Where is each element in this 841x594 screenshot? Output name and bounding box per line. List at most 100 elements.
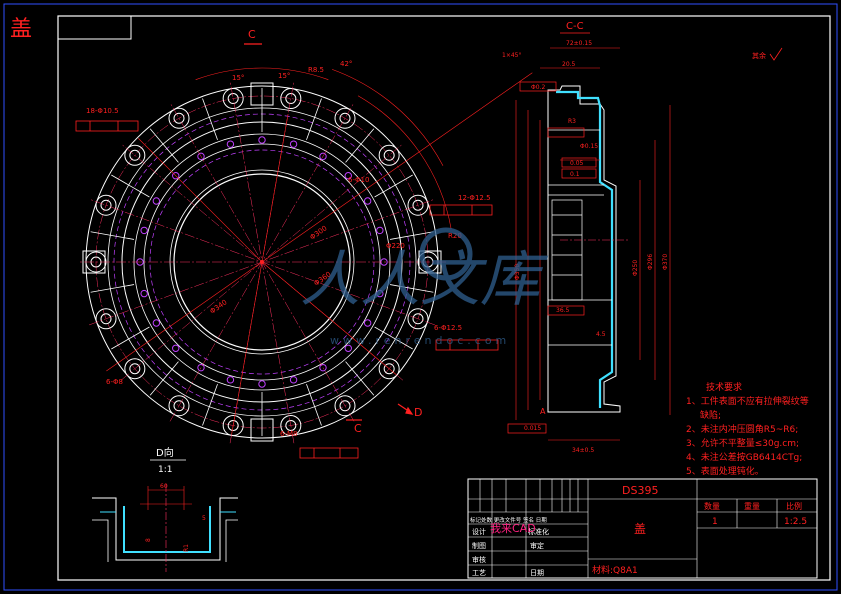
perimeter-lobe xyxy=(222,414,244,436)
perimeter-lobe xyxy=(334,107,356,129)
inner-hole xyxy=(363,197,372,205)
watermark: 人人文库 www.renrendoc.com xyxy=(300,227,549,347)
perimeter-lobe xyxy=(124,144,146,166)
perimeter-lobe xyxy=(407,194,429,216)
section-title: C-C xyxy=(566,21,584,32)
title-block: DS395 盖 材料:Q8A1 数量 重量 比例 1 1:2.5 标记处数 更改… xyxy=(467,478,818,579)
detail-dim-8: 8 xyxy=(145,538,152,542)
perimeter-lobe xyxy=(280,414,302,436)
inner-hole xyxy=(289,376,298,384)
inner-hole xyxy=(376,226,384,235)
inner-hole xyxy=(226,376,235,384)
perimeter-hole xyxy=(339,112,351,124)
section-markers: C C D xyxy=(248,28,422,435)
sec-dim-phi350: Φ350 xyxy=(514,264,521,280)
inner-hole xyxy=(140,226,148,235)
radial-rib xyxy=(202,98,218,140)
sec-dim-phi02: Φ0.2 xyxy=(531,84,545,91)
sec-dim-phi296: Φ296 xyxy=(647,254,654,270)
angle-arc-15b xyxy=(261,67,329,80)
section-view-cc: C-C xyxy=(502,21,783,454)
view-mark-d: D xyxy=(414,406,422,419)
inner-hole xyxy=(363,319,372,327)
detail-title: D向 xyxy=(156,446,174,459)
radial-rib xyxy=(90,231,135,240)
watermark-url: www.renrendoc.com xyxy=(330,334,510,347)
detail-view-d: D向 1:1 60 8 R1 5 xyxy=(92,446,238,572)
inner-hole xyxy=(319,363,327,372)
tech-item-1: 1、工件表面不应有拉伸裂纹等 xyxy=(686,395,809,407)
material: 材料:Q8A1 xyxy=(592,564,638,576)
inner-hole xyxy=(172,344,180,352)
radial-rib xyxy=(374,326,413,350)
scale-label: 比例 xyxy=(786,501,802,511)
perimeter-hole xyxy=(129,363,141,375)
dim-6-holes-125: 6-Φ12.5 xyxy=(434,324,462,332)
angle-arc-15a xyxy=(195,67,263,80)
inner-hole xyxy=(344,172,352,180)
tech-item-3: 3、允许不平整量≤30g.cm; xyxy=(686,437,799,449)
sec-dim-phi250: Φ250 xyxy=(632,260,639,276)
dim-6-m8: 6-M8 xyxy=(280,430,297,438)
corner-title: 盖 xyxy=(10,17,32,42)
radial-rib xyxy=(345,361,375,396)
outer-frame xyxy=(3,3,838,591)
dim-r85: R8.5 xyxy=(308,66,324,74)
radial-rib xyxy=(90,284,135,293)
perimeter-hole xyxy=(412,313,424,325)
perimeter-hole xyxy=(227,93,239,105)
perimeter-hole xyxy=(100,199,112,211)
sec-dim-chamfer: 1×45° xyxy=(502,52,521,59)
perimeter-hole xyxy=(173,112,185,124)
dim-phi340: Φ340 xyxy=(209,298,229,315)
inner-hole xyxy=(226,140,235,148)
sec-dim-34: 34±0.5 xyxy=(572,447,594,454)
tolerance-frames-main xyxy=(75,120,499,459)
dimension-leader xyxy=(261,114,289,263)
tech-item-1b: 缺陷; xyxy=(700,409,721,421)
perimeter-lobe xyxy=(124,358,146,380)
dim-18-holes: 18-Φ10.5 xyxy=(86,107,119,115)
dimension-leader xyxy=(261,261,397,375)
radial-rib xyxy=(149,361,179,396)
perimeter-lobe xyxy=(407,308,429,330)
radial-rib xyxy=(389,231,434,240)
inner-hole xyxy=(258,380,266,388)
dimension-leader xyxy=(106,261,263,372)
sec-dim-phi015: Φ0.15 xyxy=(580,143,598,150)
row-draw: 制图 xyxy=(472,541,486,550)
sec-dim-01: 0.1 xyxy=(570,171,580,178)
sec-dim-phi370: Φ370 xyxy=(662,254,669,270)
dim-phi220: Φ220 xyxy=(386,242,405,250)
detail-dim-60: 60 xyxy=(160,483,168,490)
standardize-label: 标准化 xyxy=(528,527,549,536)
drawing-number: DS395 xyxy=(622,484,658,497)
section-marker-lines xyxy=(244,43,414,421)
sec-dim-205: 20.5 xyxy=(562,61,576,68)
radial-rib xyxy=(111,174,150,198)
perimeter-lobe xyxy=(95,194,117,216)
inner-hole xyxy=(376,289,384,298)
radial-rib xyxy=(111,326,150,350)
perimeter-hole xyxy=(412,199,424,211)
inner-hole xyxy=(140,289,148,298)
perimeter-lobe xyxy=(280,88,302,110)
inner-hole xyxy=(152,319,161,327)
radial-rib xyxy=(306,98,322,140)
scale-value: 1:2.5 xyxy=(784,517,807,527)
dim-angle-42: 42° xyxy=(340,60,352,68)
tech-item-5: 5、表面处理钝化。 xyxy=(686,465,764,477)
radial-rib xyxy=(202,384,218,426)
dim-angle-15a: 15° xyxy=(232,74,244,82)
inner-hole xyxy=(344,344,352,352)
perimeter-hole xyxy=(173,400,185,412)
perimeter-hole xyxy=(383,149,395,161)
dimension-leader xyxy=(231,261,263,435)
angle-arc-42 xyxy=(332,69,444,166)
section-mark-c-top: C xyxy=(248,28,256,41)
perimeter-hole xyxy=(285,419,297,431)
signature-header: 标记处数 更改文件号 签名 日期 xyxy=(470,516,547,524)
date-label: 日期 xyxy=(530,569,544,577)
perimeter-lobe xyxy=(378,144,400,166)
